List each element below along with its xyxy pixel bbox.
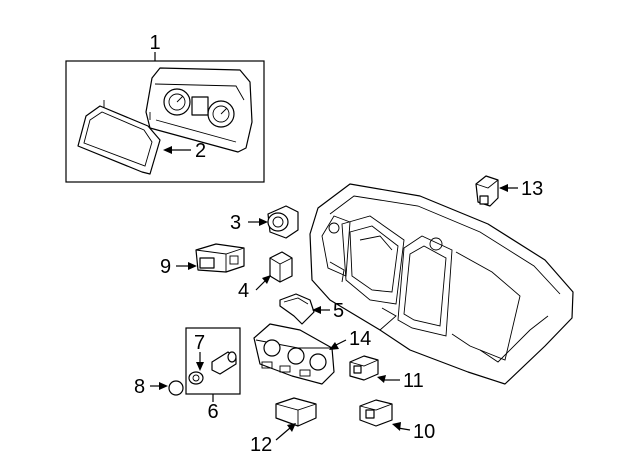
part-11-switch [349,355,400,383]
callout-5: 5 [333,300,344,322]
part-5-trim [279,293,330,325]
group-box-1 [65,60,265,183]
callout-12: 12 [250,434,272,456]
callout-13: 13 [521,178,543,200]
callout-1: 1 [149,32,160,54]
part-12-switch [275,397,317,441]
part-3-knob [248,205,299,239]
part-8-cap [150,380,184,396]
part-4-switch [255,251,293,291]
callout-3: 3 [230,212,241,234]
instrument-cluster-group [65,52,265,183]
callout-2: 2 [195,140,206,162]
cluster-lens-part [77,100,161,175]
callout-7: 7 [194,332,205,354]
part-13-switch [475,175,518,207]
callout-14: 14 [349,328,371,350]
callout-8: 8 [134,376,145,398]
callout-6: 6 [207,401,218,423]
callout-10: 10 [413,421,435,443]
part-14-climate-control [253,323,347,385]
parts-6-7-group [185,327,241,402]
callout-4: 4 [238,280,249,302]
callout-11: 11 [403,370,424,392]
part-10-switch [359,399,411,431]
dashboard-panel [309,183,574,385]
part-9-switch-panel [176,243,245,273]
instrument-cluster-part [145,67,253,153]
callout-9: 9 [160,256,171,278]
